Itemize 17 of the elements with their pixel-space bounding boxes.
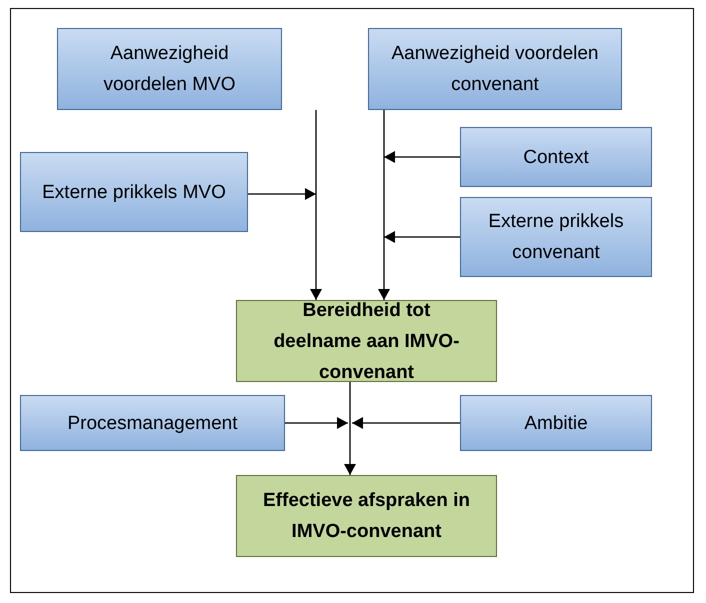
arrow bbox=[310, 110, 322, 300]
arrow bbox=[378, 110, 390, 300]
factor-box: Externe prikkels MVO bbox=[20, 152, 248, 232]
arrow bbox=[384, 231, 460, 243]
factor-box: Aanwezigheid voordelen MVO bbox=[57, 28, 282, 110]
arrow bbox=[285, 417, 348, 429]
factor-box: Ambitie bbox=[460, 395, 652, 451]
arrow bbox=[352, 417, 460, 429]
factor-box: Procesmanagement bbox=[20, 395, 285, 451]
arrow bbox=[248, 188, 316, 200]
factor-box: Aanwezigheid voordelen convenant bbox=[368, 28, 622, 110]
outcome-box: Effectieve afspraken in IMVO-convenant bbox=[236, 475, 497, 557]
outcome-box: Bereidheid tot deelname aan IMVO-convenant bbox=[236, 300, 497, 382]
arrow bbox=[384, 151, 460, 163]
arrow bbox=[344, 382, 356, 475]
factor-box: Context bbox=[460, 127, 652, 187]
factor-box: Externe prikkels convenant bbox=[460, 197, 652, 277]
